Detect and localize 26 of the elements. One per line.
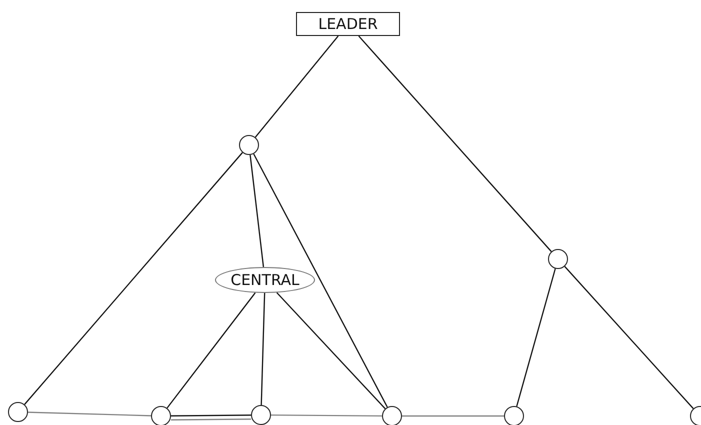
circle-node [239,135,259,155]
connector-line [516,268,556,407]
circle-node [382,406,402,425]
connector-line [28,412,152,416]
connector-line [276,292,386,410]
connector-line [166,292,256,408]
connector-line [271,414,382,417]
connector-line [402,415,504,417]
connector-line [171,414,251,416]
circle-node [548,249,568,269]
connector-line [250,154,264,268]
circle-node [151,406,171,425]
label-box [296,12,400,36]
circle-node [8,402,28,422]
node-label: LEADER [318,15,378,33]
circle-node [504,406,524,425]
label-ellipse [215,267,315,293]
node-label: CENTRAL [230,271,300,289]
circle-node [251,405,271,425]
connector-line [358,36,552,252]
connector-line [254,36,339,138]
connector-line [253,154,388,408]
connector-line [564,266,694,409]
connector-line [260,292,266,406]
connector-line [24,152,243,405]
connector-line [171,418,251,420]
